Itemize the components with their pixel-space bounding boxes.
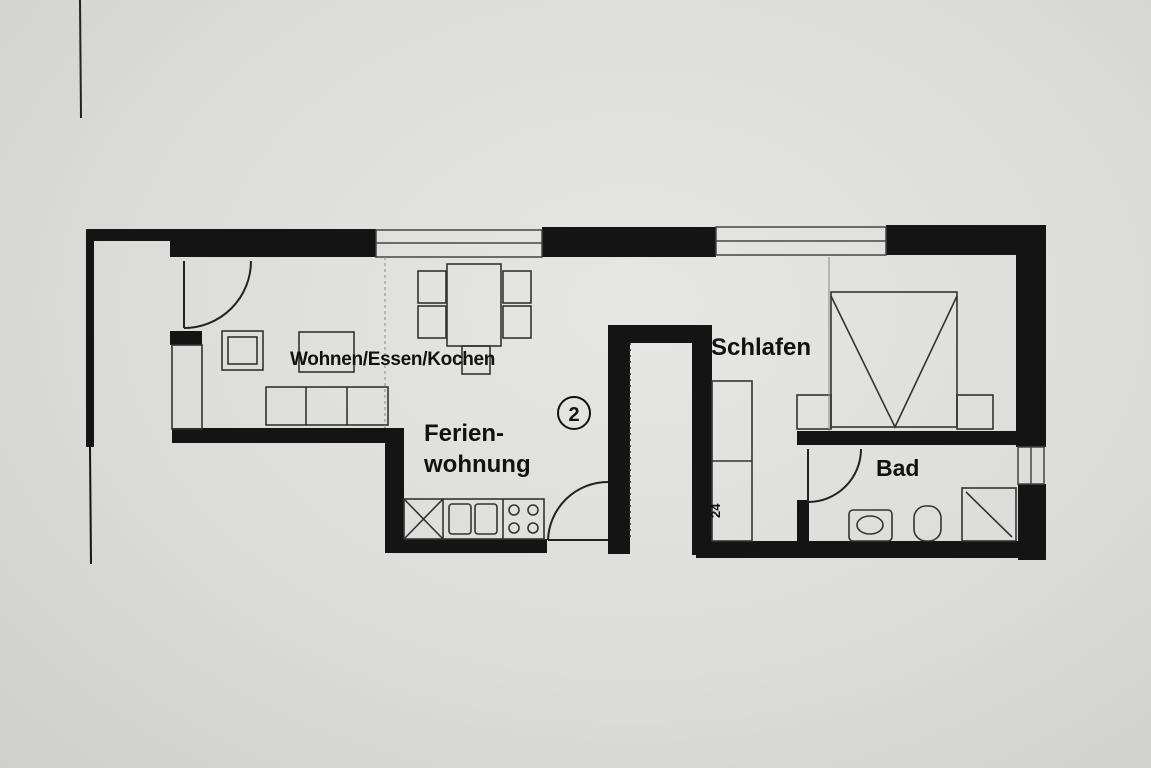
chair-5 — [461, 345, 491, 375]
windows — [375, 226, 1045, 485]
shower — [961, 487, 1017, 542]
chair-1 — [417, 270, 447, 304]
dining-table — [446, 263, 502, 347]
wall-corridor-right — [692, 325, 712, 555]
bed — [830, 291, 958, 428]
wall-entry-post — [170, 331, 202, 345]
sofa — [265, 386, 389, 426]
wash-basin — [848, 509, 893, 542]
burner-2 — [527, 504, 539, 516]
armchair-seat — [227, 336, 258, 365]
burner-1 — [508, 504, 520, 516]
armchair — [221, 330, 264, 371]
nightstand-right — [956, 394, 994, 430]
room-label-living: Wohnen/Essen/Kochen — [290, 349, 496, 370]
margin-line — [79, 0, 82, 119]
counter-cross-b — [403, 498, 444, 540]
wall-kitchen-bottom — [385, 539, 547, 553]
furniture — [171, 263, 1017, 542]
room-label-bathroom: Bad — [876, 455, 920, 481]
shower-drain-line — [965, 491, 1013, 538]
wall-bath-top — [797, 431, 1019, 445]
basin-bowl — [856, 515, 884, 535]
wall-left — [86, 229, 94, 447]
chair-4 — [502, 305, 532, 339]
wall-top-b — [542, 227, 716, 257]
wall-corridor-top — [608, 325, 710, 343]
dimension-label: 24 — [708, 503, 723, 518]
room-label-holiday-apartment: Ferien- wohnung — [424, 418, 531, 480]
burner-4 — [527, 522, 539, 534]
wall-bottom-right — [696, 541, 1046, 558]
sink-bowl-1 — [448, 503, 472, 535]
door-kitchen — [547, 481, 609, 541]
nightstand-left — [796, 394, 832, 430]
door-entry — [183, 260, 252, 329]
room-label-holiday-line1: Ferien- — [424, 420, 505, 447]
wall-kitchen-left — [385, 428, 404, 552]
wall-right-upper — [1016, 225, 1046, 447]
bed-cover — [830, 295, 958, 429]
wall-left-line — [89, 446, 92, 565]
burner-3 — [508, 522, 520, 534]
room-label-holiday-line2: wohnung — [424, 451, 531, 478]
wall-top-left — [86, 229, 176, 241]
cabinet — [171, 344, 203, 430]
toilet — [913, 505, 942, 542]
wall-living-bottom — [172, 428, 390, 443]
wall-top-a — [170, 229, 376, 257]
doors — [183, 260, 862, 541]
sink-bowl-2 — [474, 503, 498, 535]
room-label-bedroom: Schlafen — [711, 334, 812, 361]
construction-lines — [384, 257, 830, 431]
coffee-table — [298, 331, 355, 373]
walls — [86, 225, 1046, 565]
wall-bath-left — [797, 500, 809, 545]
wall-corridor-left — [608, 325, 630, 554]
chair-3 — [502, 270, 532, 304]
unit-number-badge: 2 — [557, 396, 591, 430]
chair-2 — [417, 305, 447, 339]
door-bath — [807, 448, 862, 504]
kitchen-counter — [403, 498, 545, 540]
